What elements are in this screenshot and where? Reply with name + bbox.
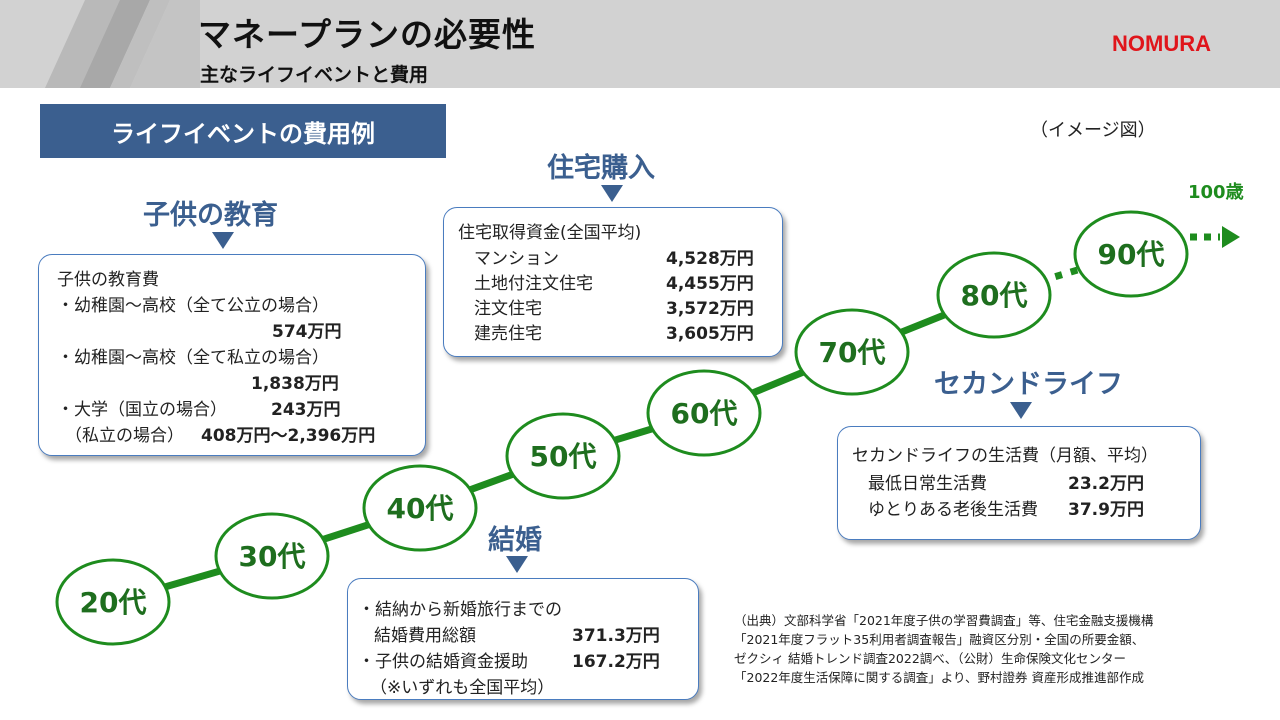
decade-circle	[1073, 210, 1189, 298]
decade-label: 40代	[387, 492, 454, 525]
housing-box-title: 住宅取得資金(全国平均)	[458, 223, 642, 243]
housing-item-value: 3,572万円	[666, 299, 754, 319]
housing-heading: 住宅購入	[547, 153, 655, 184]
education-arrow-icon	[212, 232, 234, 249]
decade-circle	[936, 251, 1052, 339]
housing-item-value: 4,455万円	[666, 274, 754, 294]
marriage-line4: （※いずれも全国平均）	[370, 678, 555, 698]
marriage-arrow-icon	[506, 556, 528, 573]
second-life-box-title: セカンドライフの生活費（月額、平均）	[852, 446, 1158, 466]
education-item3-value: 243万円	[271, 400, 341, 420]
second-life-item-label: ゆとりある老後生活費	[868, 500, 1038, 520]
age-100-label: 100歳	[1188, 182, 1244, 203]
decade-circle	[214, 512, 330, 600]
image-note: （イメージ図）	[1030, 120, 1156, 141]
marriage-line2-label: 結婚費用総額	[374, 626, 476, 646]
education-item3-label: ・大学（国立の場合）	[57, 400, 227, 420]
page-title: マネープランの必要性	[198, 15, 537, 54]
decade-label: 70代	[819, 336, 886, 369]
source-line: 「2021年度フラット35利用者調査報告」融資区分別・全国の所要金額、	[734, 632, 1145, 647]
timeline-arrowhead-icon	[1222, 226, 1240, 248]
decade-circle	[646, 369, 762, 457]
second-life-item-value: 37.9万円	[1068, 500, 1144, 520]
housing-item-value: 3,605万円	[666, 324, 754, 344]
decade-label: 30代	[239, 540, 306, 573]
marriage-line3-label: ・子供の結婚資金援助	[358, 652, 528, 672]
second-life-heading: セカンドライフ	[934, 369, 1123, 400]
marriage-line2-value: 371.3万円	[572, 626, 660, 646]
second-life-item-value: 23.2万円	[1068, 474, 1144, 494]
second-life-box: セカンドライフの生活費（月額、平均） 最低日常生活費 23.2万円ゆとりある老後生…	[837, 426, 1201, 540]
housing-item-label: マンション	[474, 249, 559, 269]
marriage-heading: 結婚	[488, 525, 542, 556]
education-box: 子供の教育費 ・幼稚園～高校（全て公立の場合） 574万円 ・幼稚園～高校（全て…	[38, 254, 426, 456]
housing-item-value: 4,528万円	[666, 249, 754, 269]
education-item4-value: 408万円～2,396万円	[201, 426, 376, 446]
decade-circle	[55, 558, 171, 646]
housing-item-label: 土地付注文住宅	[474, 274, 593, 294]
marriage-line1: ・結納から新婚旅行までの	[358, 600, 562, 620]
education-item1-label: ・幼稚園～高校（全て公立の場合）	[57, 296, 329, 316]
education-heading: 子供の教育	[143, 200, 278, 231]
section-tab: ライフイベントの費用例	[40, 104, 446, 158]
source-line: ゼクシィ 結婚トレンド調査2022調べ、（公財）生命保険文化センター	[734, 651, 1127, 666]
page-subtitle: 主なライフイベントと費用	[200, 64, 429, 86]
nomura-logo: NOMURA	[1112, 31, 1211, 56]
housing-item-label: 建売住宅	[474, 324, 542, 344]
decade-label: 60代	[671, 397, 738, 430]
header-stripes-decoration	[45, 0, 200, 88]
education-item1-value: 574万円	[272, 322, 342, 342]
education-item2-label: ・幼稚園～高校（全て私立の場合）	[57, 348, 329, 368]
decade-circle	[505, 412, 621, 500]
header-bar: マネープランの必要性 主なライフイベントと費用 NOMURA	[0, 0, 1280, 88]
housing-arrow-icon	[601, 185, 623, 202]
decade-label: 80代	[961, 279, 1028, 312]
housing-item-label: 注文住宅	[474, 299, 542, 319]
education-item2-value: 1,838万円	[251, 374, 339, 394]
second-life-item-label: 最低日常生活費	[868, 474, 987, 494]
housing-box: 住宅取得資金(全国平均) マンション 4,528万円土地付注文住宅 4,455万円注…	[443, 207, 783, 357]
education-item4-label: （私立の場合）	[65, 426, 184, 446]
source-line: 「2022年度生活保障に関する調査」より、野村證券 資産形成推進部作成	[734, 670, 1145, 685]
source-line: （出典）文部科学省「2021年度子供の学習費調査」等、住宅金融支援機構	[734, 613, 1154, 628]
decade-label: 50代	[530, 440, 597, 473]
second-life-arrow-icon	[1010, 402, 1032, 419]
marriage-line3-value: 167.2万円	[572, 652, 660, 672]
education-box-title: 子供の教育費	[57, 270, 159, 290]
decade-circle	[794, 308, 910, 396]
decade-circle	[362, 464, 478, 552]
marriage-box: ・結納から新婚旅行までの 結婚費用総額 371.3万円 ・子供の結婚資金援助 1…	[347, 578, 699, 700]
decade-label: 20代	[80, 586, 147, 619]
decade-label: 90代	[1098, 238, 1165, 271]
